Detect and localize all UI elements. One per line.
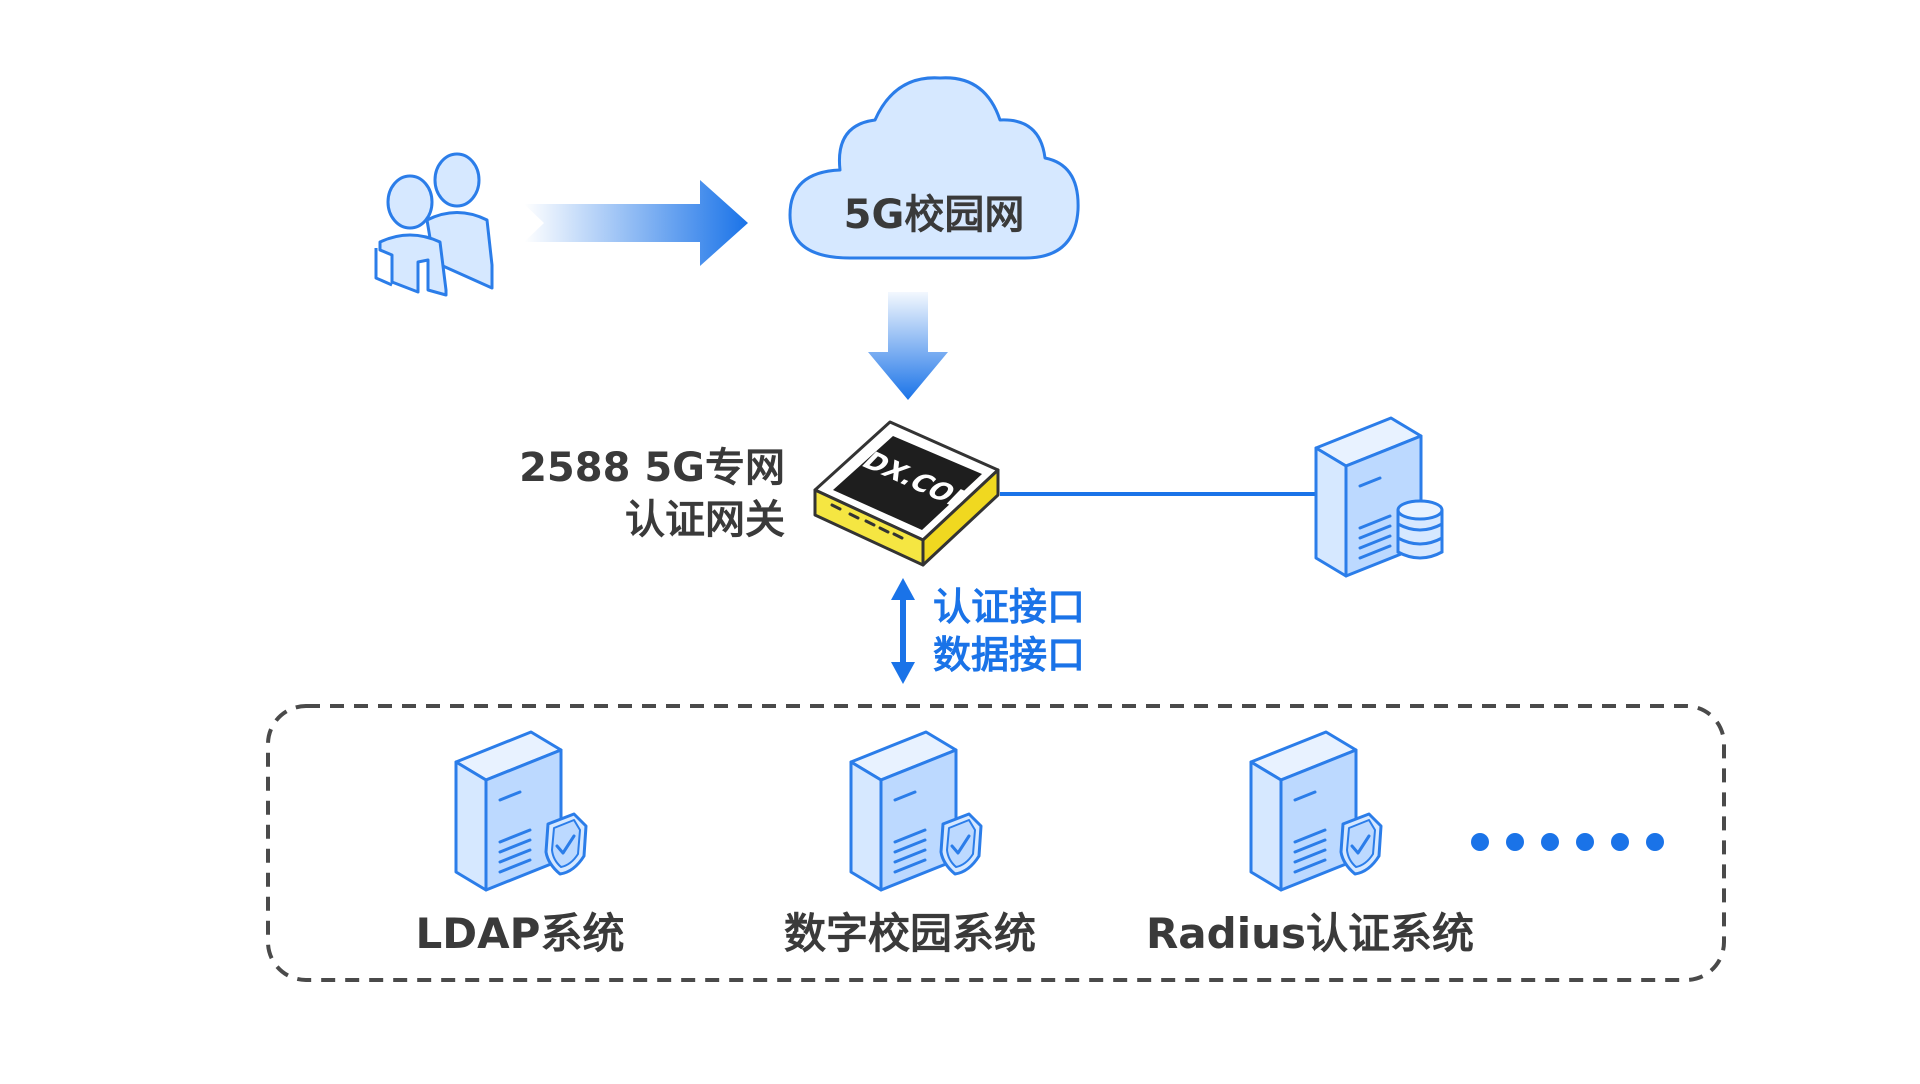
secure-server-icon [454, 730, 588, 892]
system-label-ldap: LDAP系统 [415, 909, 625, 958]
gateway-label-line2: 认证网关 [625, 497, 785, 543]
system-label-radius: Radius认证系统 [1145, 909, 1475, 958]
secure-server-icon [1249, 730, 1383, 892]
interface-label-data: 数据接口 [933, 633, 1086, 677]
users-icon [374, 152, 494, 297]
systems-container [266, 704, 1726, 982]
secure-server-icon [849, 730, 983, 892]
arrow-cloud-to-gateway [868, 292, 948, 400]
cloud-icon [788, 76, 1080, 260]
interface-label-auth: 认证接口 [933, 585, 1086, 629]
bidirectional-arrow [891, 578, 915, 684]
cloud-label: 5G校园网 [843, 192, 1025, 238]
gateway-label-line1: 2588 5G专网 [519, 445, 785, 491]
more-systems-dots [1471, 833, 1664, 851]
database-server-icon [1314, 416, 1444, 578]
arrow-users-to-cloud [524, 180, 748, 266]
gateway-device-icon: DX.COM [813, 420, 1000, 567]
system-label-campus: 数字校园系统 [783, 909, 1036, 958]
